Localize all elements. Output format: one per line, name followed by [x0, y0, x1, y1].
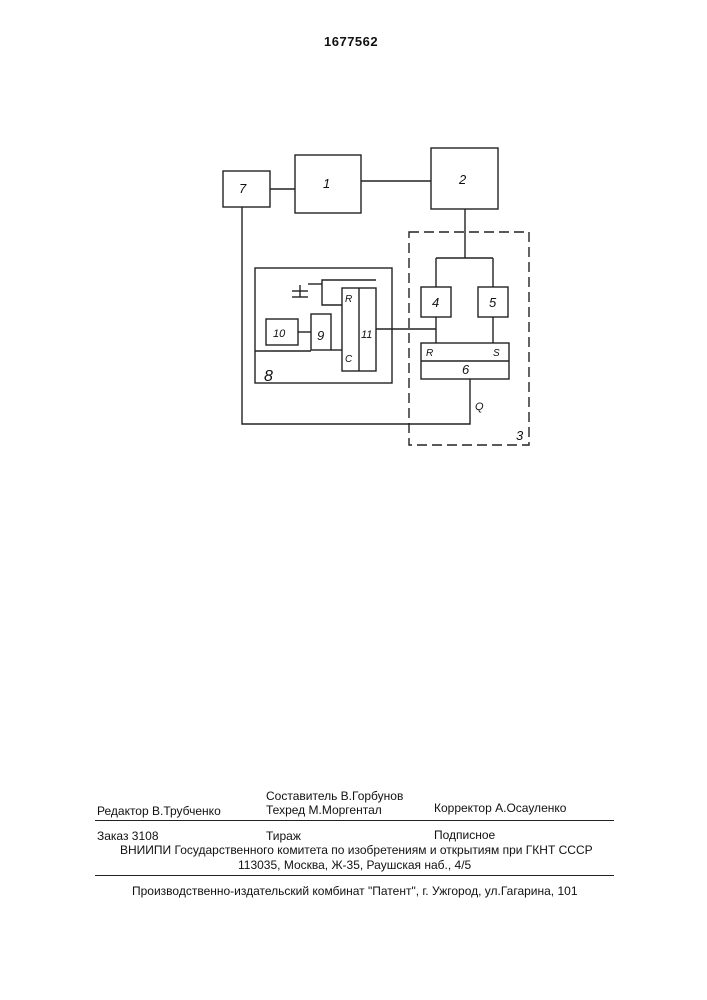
label-block-3: 3 [516, 428, 524, 443]
label-block-9: 9 [317, 328, 324, 343]
subscription: Подписное [434, 828, 495, 842]
publisher: ВНИИПИ Государственного комитета по изоб… [120, 843, 593, 857]
block-3-dashed [409, 232, 529, 445]
label-block-10: 10 [273, 328, 286, 340]
pin-r-counter: R [345, 294, 352, 305]
editor: Редактор В.Трубченко [97, 804, 221, 818]
label-block-8: 8 [264, 368, 273, 385]
label-block-11: 11 [361, 329, 372, 341]
label-block-7: 7 [239, 181, 247, 196]
label-block-5: 5 [489, 295, 497, 310]
pin-s-trigger: S [493, 348, 500, 359]
label-block-2: 2 [458, 172, 467, 187]
circulation: Тираж [266, 829, 301, 843]
address: 113035, Москва, Ж-35, Раушская наб., 4/5 [238, 858, 471, 872]
block-diagram: 1 2 3 4 5 6 7 8 9 10 11 R C R S Q [0, 0, 707, 700]
order: Заказ 3108 [97, 829, 159, 843]
pin-r-trigger: R [426, 348, 433, 359]
block-8 [255, 268, 392, 383]
pin-c-counter: C [345, 354, 353, 365]
divider-bottom [95, 875, 614, 876]
divider-top [95, 820, 614, 821]
compiler: Составитель В.Горбунов [266, 789, 403, 803]
label-block-4: 4 [432, 295, 439, 310]
block-7 [223, 171, 270, 207]
label-block-1: 1 [323, 176, 330, 191]
corrector: Корректор А.Осауленко [434, 801, 566, 815]
label-block-6: 6 [462, 362, 470, 377]
techred: Техред М.Моргентал [266, 803, 382, 817]
pin-q-output: Q [475, 401, 484, 413]
plant: Производственно-издательский комбинат "П… [132, 884, 578, 898]
